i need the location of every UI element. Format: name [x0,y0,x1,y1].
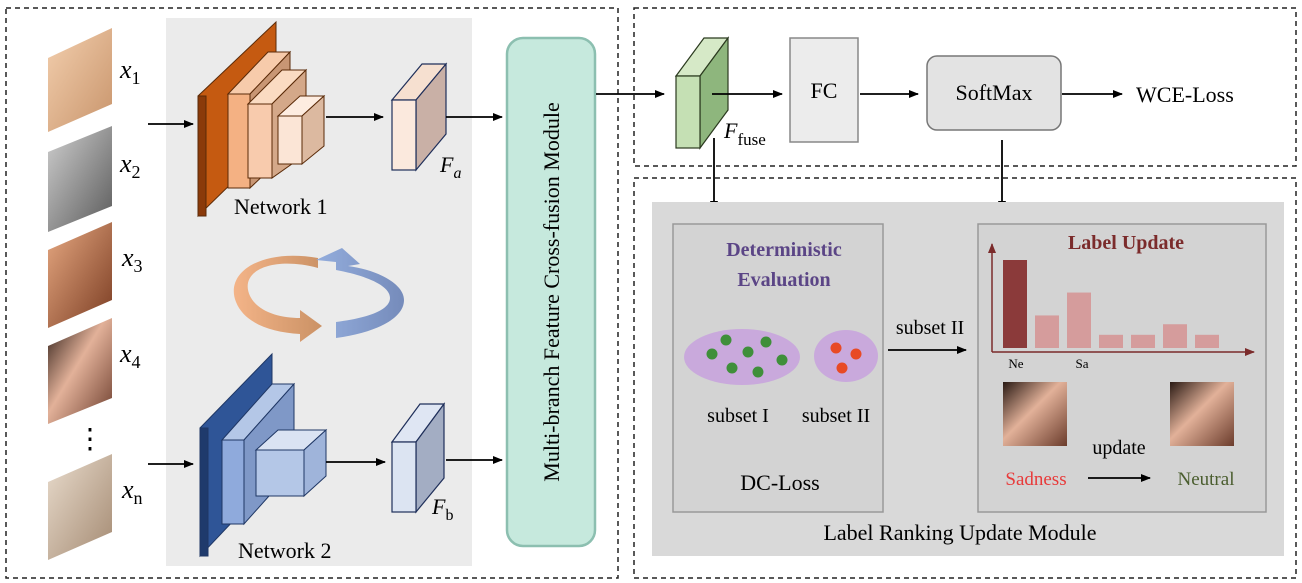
feature-fa [390,62,448,172]
network-1 [197,20,326,218]
distribution-bar-7 [1195,334,1219,348]
face-after-image [1170,382,1234,446]
input-label-1: x1 [119,55,141,88]
fc-box [789,37,859,143]
face-image-4 [48,318,112,424]
input-ellipsis: ⋮ [76,422,104,455]
face-image-3 [48,222,112,328]
distribution-bar-1 [1003,260,1027,348]
dc-loss-label: DC-Loss [740,470,819,495]
subset-1-dots [706,334,788,378]
input-label-n: xn [121,475,143,508]
fb-label: Fb [431,494,453,524]
softmax-label: SoftMax [956,80,1033,105]
network-2 [199,352,328,558]
fusion-module-label: Multi-branch Feature Cross-fusion Module [539,102,564,481]
deterministic-title-2: Evaluation [737,269,830,291]
distribution-bar-5 [1131,334,1155,348]
subset-1-label: subset I [707,405,769,427]
face-image-n [48,454,112,560]
subset-2-label: subset II [802,405,870,427]
feature-ffuse [674,36,730,150]
input-label-2: x2 [119,149,141,182]
wce-loss-label: WCE-Loss [1136,82,1234,107]
orange-arc-icon [233,255,322,342]
fa-label: Fa [439,152,461,182]
subset-2-dots [830,342,862,374]
tick-ne: Ne [1008,356,1023,371]
network-1-label: Network 1 [234,194,327,219]
top-right-frame [633,7,1297,167]
softmax-box [926,55,1062,131]
feature-fb [390,402,446,514]
face-image-1 [48,28,112,132]
tick-sa: Sa [1076,356,1089,371]
sadness-label: Sadness [1005,469,1066,490]
input-label-3: x3 [121,243,143,276]
neutral-label: Neutral [1178,469,1235,490]
cycle-arrows-icon [233,248,404,342]
fusion-module [505,36,597,548]
distribution-bar-4 [1099,334,1123,348]
network-2-label: Network 2 [238,538,331,563]
update-label: update [1092,437,1145,459]
label-distribution-bars [1003,260,1219,348]
input-label-4: x4 [119,339,141,372]
deterministic-title-1: Deterministic [726,239,842,261]
left-frame [5,7,619,579]
distribution-bar-2 [1035,315,1059,348]
distribution-bar-3 [1067,292,1091,348]
fc-label: FC [811,78,838,103]
face-before-image [1003,382,1067,446]
distribution-bar-6 [1163,324,1187,348]
ffuse-label: Ffuse [723,118,766,149]
face-image-2 [48,126,112,232]
subset-2-ellipse [814,330,878,382]
label-update-title: Label Update [1068,232,1184,254]
subset-2-arrow-label: subset II [896,317,964,339]
input-faces [48,28,112,560]
input-labels: x1 x2 x3 x4 xn [119,55,143,508]
module-label: Label Ranking Update Module [823,520,1096,545]
blue-arc-icon [316,248,404,338]
